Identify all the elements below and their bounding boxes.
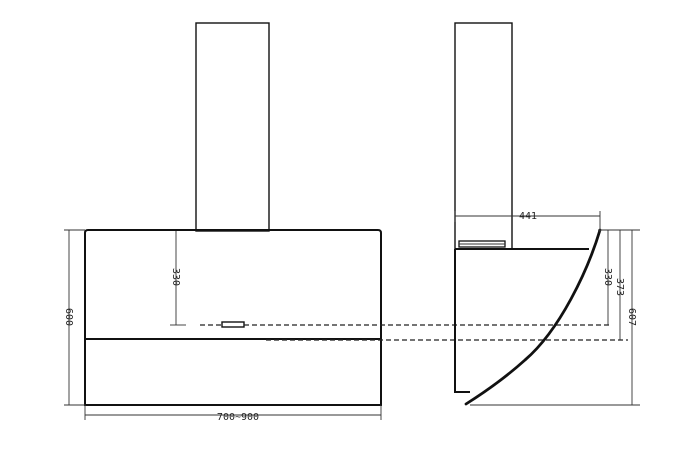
side-back-panel bbox=[454, 249, 470, 393]
side-view bbox=[454, 22, 602, 406]
front-width-label: 700~900 bbox=[217, 412, 259, 423]
front-view bbox=[84, 22, 382, 406]
side-vertical-dimensions: 330 373 607 bbox=[470, 229, 640, 406]
front-height-dimension: 600 bbox=[63, 229, 85, 406]
side-chimney bbox=[454, 22, 513, 250]
side-depth-label: 441 bbox=[519, 211, 537, 222]
side-curved-glass-panel bbox=[464, 228, 602, 406]
front-inner-dimension: 330 bbox=[170, 231, 186, 326]
side-a-label: 330 bbox=[602, 268, 613, 286]
control-panel bbox=[221, 321, 245, 328]
front-inner-label: 330 bbox=[170, 268, 181, 286]
front-height-label: 600 bbox=[63, 308, 74, 326]
front-chimney bbox=[195, 22, 270, 232]
front-width-dimension: 700~900 bbox=[84, 405, 382, 423]
projection-lines bbox=[200, 324, 628, 341]
side-b-label: 373 bbox=[614, 278, 625, 296]
side-depth-dimension: 441 bbox=[454, 211, 601, 232]
side-c-label: 607 bbox=[626, 308, 637, 326]
front-canopy-outline bbox=[84, 229, 382, 406]
